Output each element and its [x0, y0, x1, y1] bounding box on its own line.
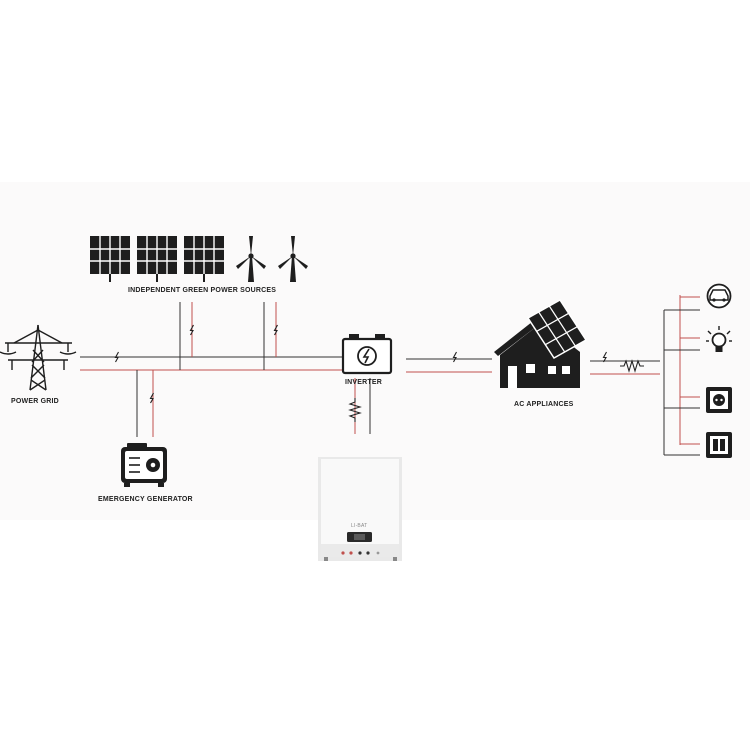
house-with-solar-roof-icon — [494, 299, 588, 388]
battery-brand-label: LI-BAT — [351, 523, 368, 529]
wind-turbine-icon — [236, 236, 266, 282]
green-sources-label: INDEPENDENT GREEN POWER SOURCES — [128, 287, 277, 294]
resistor-icon — [348, 398, 362, 422]
power-socket-icon — [706, 387, 732, 413]
power-grid-label: POWER GRID — [11, 398, 59, 405]
emergency-generator-label: EMERGENCY GENERATOR — [98, 496, 193, 503]
inverter-label: INVERTER — [345, 379, 382, 386]
light-switch-icon — [706, 432, 732, 458]
lithium-battery-icon — [318, 457, 402, 561]
solar-panel-icon — [184, 236, 224, 282]
solar-panel-icon — [90, 236, 130, 282]
light-bulb-icon — [706, 326, 732, 352]
resistor-icon — [620, 359, 644, 373]
ac-appliances-label: AC APPLIANCES — [514, 401, 574, 408]
connection-lines — [80, 295, 700, 456]
power-grid-tower-icon — [0, 324, 77, 391]
electric-car-icon — [706, 283, 732, 309]
inverter-icon — [341, 334, 393, 375]
solar-panel-icon — [137, 236, 177, 282]
emergency-generator-icon — [121, 443, 167, 487]
wind-turbine-icon — [278, 236, 308, 282]
